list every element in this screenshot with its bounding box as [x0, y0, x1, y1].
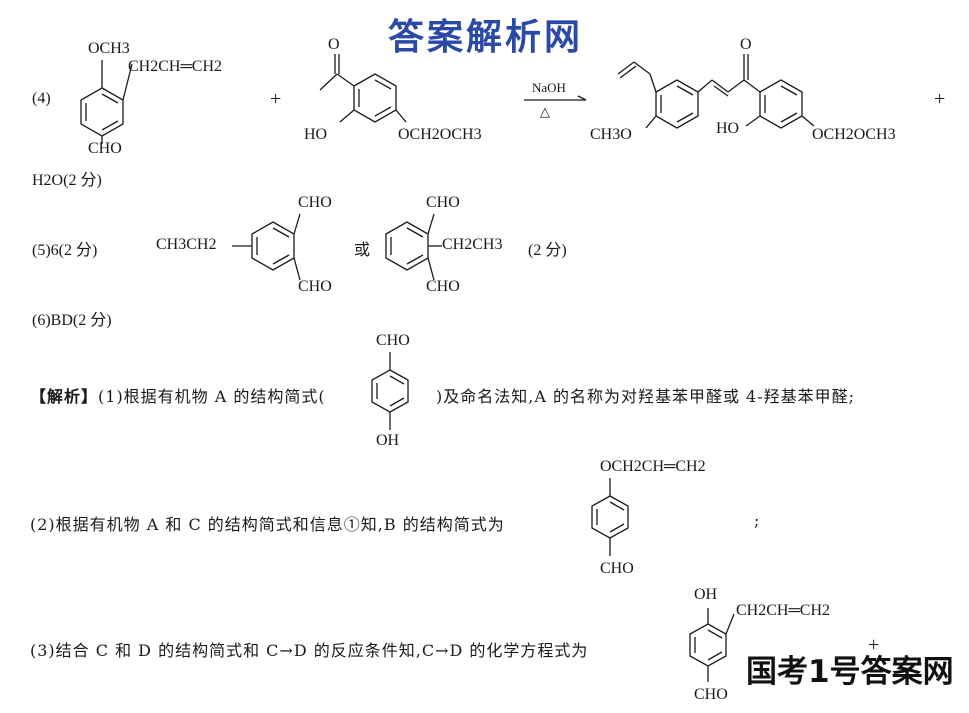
q5-label: (5)6(2 分): [32, 242, 98, 259]
r1-cho: CHO: [88, 140, 122, 157]
isomer2-ethyl: CH2CH3: [442, 236, 503, 253]
b-allyloxy: OCH2CH═CH2: [600, 458, 706, 475]
a-cho: CHO: [376, 332, 410, 349]
analysis-p3: (3)结合 C 和 D 的结构简式和 C→D 的反应条件知,C→D 的化学方程式…: [30, 641, 589, 660]
analysis-p1-post: )及命名法知,A 的名称为对羟基苯甲醛或 4-羟基苯甲醛;: [436, 387, 856, 406]
r2-ketone-o: O: [328, 36, 340, 53]
reagent-naoh: NaOH: [532, 80, 566, 95]
heat-symbol: △: [540, 104, 550, 119]
plus-sign-1: +: [270, 88, 282, 110]
reactant1-ring: [80, 60, 133, 144]
p3-plus-sign: +: [868, 634, 880, 656]
water-byproduct: H2O(2 分): [32, 172, 102, 189]
c-allyl: CH2CH═CH2: [736, 602, 831, 619]
r1-och3: OCH3: [88, 40, 130, 57]
product-ketone-o: O: [740, 36, 752, 53]
plus-sign-2: +: [934, 88, 946, 110]
compound-a-ring: [371, 352, 409, 430]
isomer1-cho-top: CHO: [298, 194, 332, 211]
product-meo: CH3O: [590, 126, 632, 143]
reactant2-ring: [319, 54, 407, 123]
watermark-top: 答案解析网: [388, 17, 584, 58]
q5-score: (2 分): [528, 242, 567, 259]
analysis-p2-end: ;: [754, 511, 761, 530]
product-mom: OCH2OCH3: [812, 126, 896, 143]
c-oh: OH: [694, 586, 718, 603]
product-ho: HO: [716, 120, 740, 137]
q6-label: (6)BD(2 分): [32, 312, 112, 329]
product-structure: [617, 54, 815, 129]
isomer2-cho-bottom: CHO: [426, 278, 460, 295]
r2-ho: HO: [304, 126, 328, 143]
a-oh: OH: [376, 432, 400, 449]
compound-b-ring: [591, 478, 629, 556]
reaction-arrow-icon: [524, 95, 587, 101]
c-cho: CHO: [694, 686, 728, 703]
compound-c-ring: [689, 608, 735, 682]
analysis-p1-pre: (1)根据有机物 A 的结构简式(: [98, 387, 326, 406]
isomer1-cho-bottom: CHO: [298, 278, 332, 295]
analysis-p2: (2)根据有机物 A 和 C 的结构简式和信息①知,B 的结构简式为: [30, 515, 505, 534]
analysis-head: 【解析】: [30, 387, 99, 406]
isomer1-ethyl: CH3CH2: [156, 236, 217, 253]
isomer2-ring: [385, 213, 442, 281]
b-cho: CHO: [600, 560, 634, 577]
or-text: 或: [354, 240, 372, 259]
q4-label: (4): [32, 90, 51, 107]
isomer1-ring: [232, 213, 301, 281]
r1-allyl: CH2CH═CH2: [128, 58, 223, 75]
watermark-bottom: 国考1号答案网: [746, 654, 954, 690]
isomer2-cho-top: CHO: [426, 194, 460, 211]
r2-mom: OCH2OCH3: [398, 126, 482, 143]
analysis-p1: 【解析】(1)根据有机物 A 的结构简式(: [30, 383, 326, 407]
